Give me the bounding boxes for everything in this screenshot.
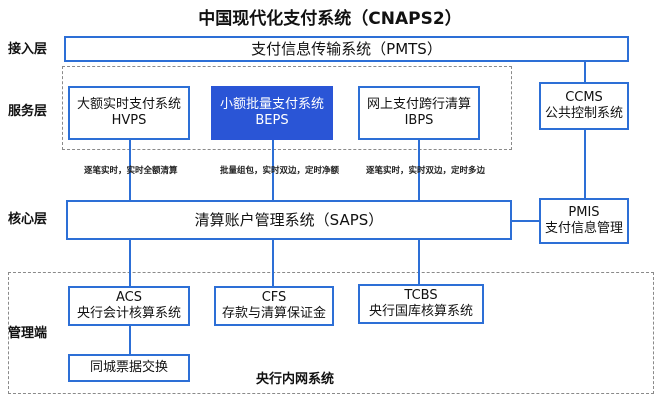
line-ccms-pmis bbox=[584, 130, 586, 198]
beps-note: 批量组包，实时双边，定时净额 bbox=[220, 166, 340, 176]
line-ibps-saps bbox=[418, 140, 420, 200]
ibps-note: 逐笔实时，实时双边，定时多边 bbox=[366, 166, 486, 176]
layer-label-access: 接入层 bbox=[8, 42, 48, 57]
line-saps-tcbs bbox=[418, 240, 420, 286]
line-saps-acs bbox=[129, 240, 131, 286]
ccms-name: 公共控制系统 bbox=[544, 106, 623, 121]
saps-label: 清算账户管理系统（SAPS） bbox=[194, 210, 384, 229]
pmts-label: 支付信息传输系统（PMTS） bbox=[251, 39, 442, 58]
line-hvps-saps bbox=[129, 140, 131, 200]
beps-box: 小额批量支付系统 BEPS bbox=[211, 86, 333, 140]
ibps-name: 网上支付跨行清算 bbox=[366, 96, 471, 112]
hvps-code: HVPS bbox=[111, 113, 147, 128]
line-saps-pmis bbox=[512, 220, 540, 222]
line-acs-exchange bbox=[129, 326, 131, 354]
tcbs-box: TCBS 央行国库核算系统 bbox=[358, 284, 484, 324]
ccms-box: CCMS 公共控制系统 bbox=[539, 82, 629, 130]
acs-code: ACS bbox=[116, 289, 142, 305]
management-region bbox=[8, 272, 654, 394]
beps-name: 小额批量支付系统 bbox=[219, 96, 324, 112]
beps-code: BEPS bbox=[255, 113, 289, 128]
line-saps-cfs bbox=[272, 240, 274, 286]
pmis-name: 支付信息管理 bbox=[544, 221, 623, 236]
footer-label: 央行内网系统 bbox=[256, 372, 335, 387]
service-region bbox=[62, 66, 512, 150]
cfs-code: CFS bbox=[261, 289, 287, 305]
layer-label-management: 管理端 bbox=[8, 326, 48, 341]
pmis-code: PMIS bbox=[568, 204, 600, 220]
hvps-note: 逐笔实时，实时全额清算 bbox=[84, 166, 178, 176]
diagram-title: 中国现代化支付系统（CNAPS2） bbox=[198, 9, 462, 29]
acs-box: ACS 央行会计核算系统 bbox=[68, 286, 190, 326]
ibps-code: IBPS bbox=[404, 113, 434, 128]
ccms-code: CCMS bbox=[565, 89, 603, 105]
acs-name: 央行会计核算系统 bbox=[76, 306, 181, 321]
cfs-name: 存款与清算保证金 bbox=[221, 306, 326, 321]
line-beps-saps bbox=[272, 140, 274, 200]
pmts-box: 支付信息传输系统（PMTS） bbox=[64, 36, 629, 62]
hvps-name: 大额实时支付系统 bbox=[76, 96, 181, 112]
tcbs-code: TCBS bbox=[404, 287, 438, 303]
exchange-box: 同城票据交换 bbox=[68, 354, 190, 382]
pmis-box: PMIS 支付信息管理 bbox=[539, 198, 629, 244]
saps-box: 清算账户管理系统（SAPS） bbox=[66, 200, 512, 240]
ibps-box: 网上支付跨行清算 IBPS bbox=[358, 86, 480, 140]
cfs-box: CFS 存款与清算保证金 bbox=[214, 286, 334, 326]
hvps-box: 大额实时支付系统 HVPS bbox=[68, 86, 190, 140]
layer-label-core: 核心层 bbox=[8, 212, 48, 227]
tcbs-name: 央行国库核算系统 bbox=[368, 304, 473, 319]
line-pmts-ccms bbox=[584, 60, 586, 82]
exchange-label: 同城票据交换 bbox=[89, 359, 168, 375]
layer-label-service: 服务层 bbox=[8, 104, 48, 119]
